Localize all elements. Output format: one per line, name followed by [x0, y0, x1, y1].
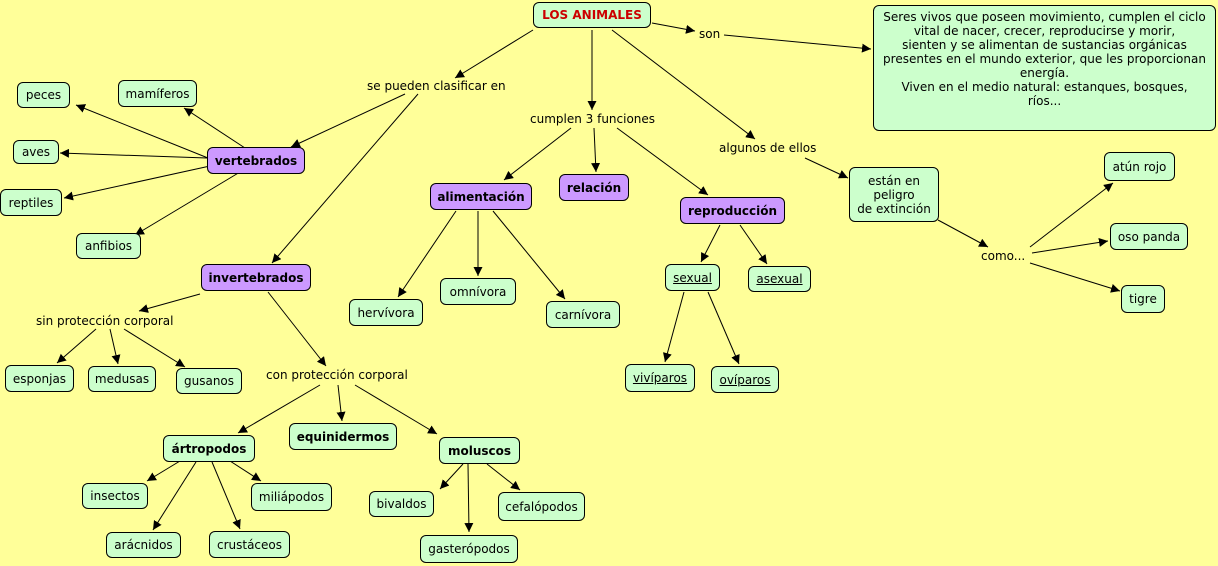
definition-line: energía.: [1019, 66, 1070, 80]
definition-line: presentes en el mundo exterior, que les …: [883, 52, 1206, 66]
crustaceos-node[interactable]: crustáceos: [209, 531, 290, 558]
title-node[interactable]: LOS ANIMALES: [533, 2, 651, 28]
definition-line: sienten y se alimentan de sustancias org…: [902, 38, 1187, 52]
atun-rojo-node[interactable]: atún rojo: [1104, 152, 1175, 181]
definition-line: ríos...: [1027, 94, 1062, 108]
vertebrados-node[interactable]: vertebrados: [207, 147, 305, 174]
definition-line: vital de nacer, crecer, reproducirse y m…: [913, 24, 1176, 38]
extincion-node[interactable]: están en peligro de extinción: [849, 167, 939, 222]
insectos-node[interactable]: insectos: [82, 483, 148, 509]
reproduccion-node[interactable]: reproducción: [680, 197, 785, 224]
gusanos-node[interactable]: gusanos: [176, 368, 242, 394]
tigre-node[interactable]: tigre: [1121, 285, 1165, 313]
link-funciones: cumplen 3 funciones: [528, 112, 658, 126]
gasteropodos-node[interactable]: gasterópodos: [420, 535, 518, 563]
link-clasificar: se pueden clasificar en: [365, 79, 508, 93]
mamiferos-node[interactable]: mamíferos: [118, 80, 197, 107]
relacion-node[interactable]: relación: [559, 174, 629, 201]
peces-node[interactable]: peces: [17, 82, 70, 108]
invertebrados-node[interactable]: invertebrados: [201, 264, 311, 291]
link-algunos: algunos de ellos: [717, 141, 819, 155]
aracnidos-node[interactable]: arácnidos: [106, 532, 181, 558]
definition-line: Seres vivos que poseen movimiento, cumpl…: [883, 10, 1206, 24]
equinidermos-node[interactable]: equinidermos: [289, 423, 397, 450]
oso-panda-node[interactable]: oso panda: [1110, 223, 1188, 250]
omnivora-node[interactable]: omnívora: [440, 278, 516, 305]
carnivora-node[interactable]: carnívora: [546, 301, 620, 328]
miliapodos-node[interactable]: miliápodos: [251, 483, 332, 511]
asexual-node[interactable]: asexual: [748, 266, 811, 292]
extincion-line: peligro: [873, 187, 915, 202]
medusas-node[interactable]: medusas: [88, 366, 156, 392]
sexual-node[interactable]: sexual: [665, 264, 720, 291]
alimentacion-node[interactable]: alimentación: [430, 183, 532, 210]
bivaldos-node[interactable]: bivaldos: [369, 491, 434, 517]
moluscos-node[interactable]: moluscos: [439, 437, 520, 464]
link-sin-proteccion: sin protección corporal: [34, 314, 176, 328]
definition-line: Viven en el medio natural: estanques, bo…: [901, 80, 1188, 94]
definition-box[interactable]: Seres vivos que poseen movimiento, cumpl…: [873, 5, 1216, 131]
cefalopodos-node[interactable]: cefalópodos: [498, 492, 585, 521]
oviparos-node[interactable]: ovíparos: [711, 366, 779, 393]
viviparos-node[interactable]: vivíparos: [625, 364, 695, 392]
artropodos-node[interactable]: ártropodos: [163, 435, 255, 462]
link-con-proteccion: con protección corporal: [264, 368, 410, 382]
extincion-line: de extinción: [857, 201, 931, 216]
link-son: son: [697, 27, 723, 41]
aves-node[interactable]: aves: [13, 140, 59, 164]
hervivora-node[interactable]: hervívora: [349, 299, 423, 326]
esponjas-node[interactable]: esponjas: [5, 365, 74, 392]
anfibios-node[interactable]: anfibios: [76, 233, 141, 259]
extincion-line: están en: [867, 173, 921, 188]
reptiles-node[interactable]: reptiles: [0, 189, 62, 216]
link-como: como...: [979, 249, 1028, 263]
